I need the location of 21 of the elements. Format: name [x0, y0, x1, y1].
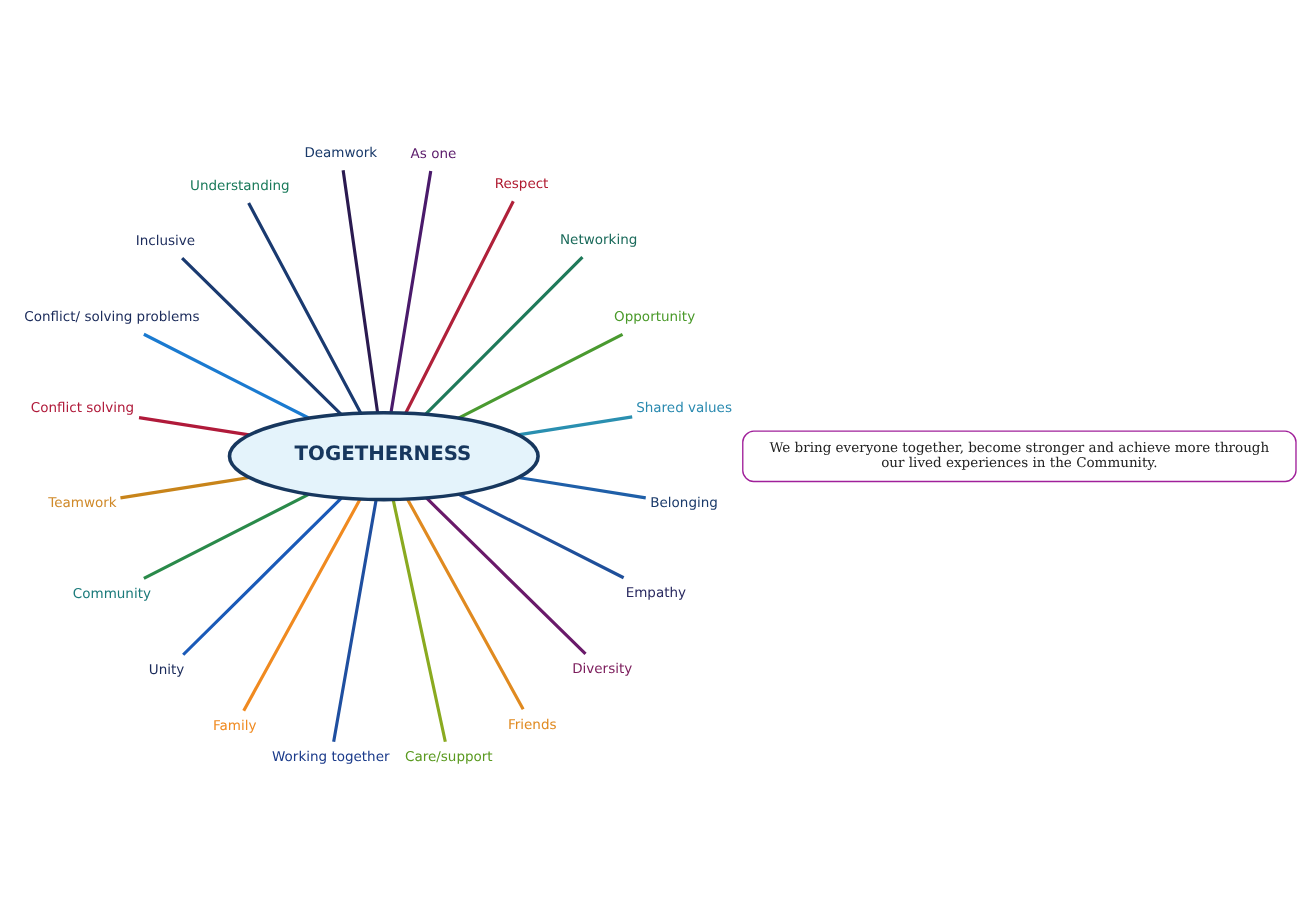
connector [242, 498, 362, 712]
connector [120, 475, 250, 500]
connector [458, 492, 625, 580]
connector [138, 416, 250, 437]
node-ellipse: TOGETHERNESS [227, 410, 540, 502]
connector [181, 257, 343, 416]
connector [341, 170, 380, 414]
connector [406, 498, 525, 710]
connector [425, 496, 587, 656]
connector [182, 496, 343, 656]
connector [517, 415, 633, 437]
connector [332, 499, 378, 743]
connector [143, 492, 310, 580]
connector [424, 256, 584, 416]
connector [389, 170, 433, 413]
connector [143, 332, 310, 420]
connector [391, 499, 447, 743]
connector [247, 202, 363, 414]
connector [517, 476, 646, 500]
connector [457, 333, 624, 420]
connector [404, 200, 515, 414]
